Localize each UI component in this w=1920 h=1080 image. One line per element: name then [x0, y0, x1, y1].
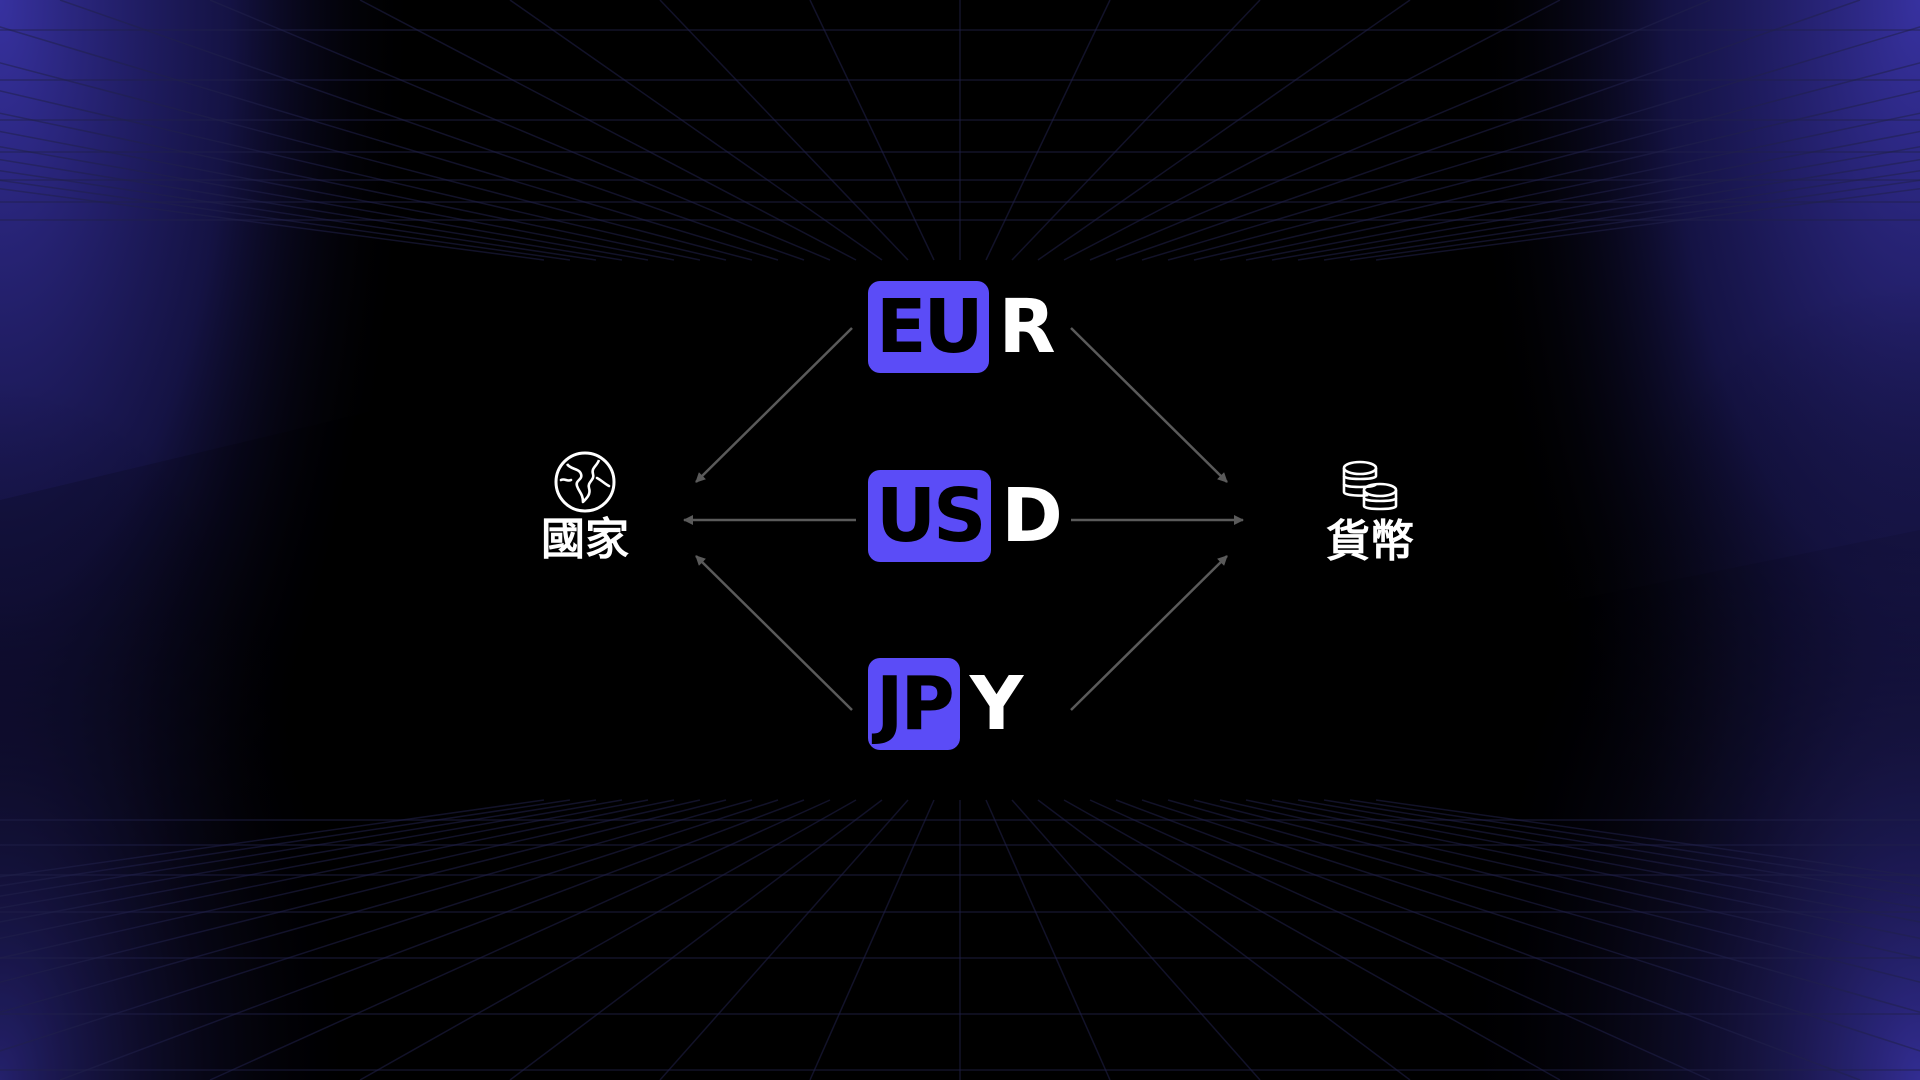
grid-line — [1089, 799, 1711, 1080]
code-highlight: EU — [868, 281, 989, 373]
grid-line — [1271, 146, 1920, 261]
arrow-eur-to-country — [695, 327, 853, 483]
grid-line — [1011, 0, 1261, 261]
arrow-eur-to-currency — [1070, 327, 1228, 483]
currency-code-eur: EU R — [868, 281, 1056, 373]
grid-line — [1271, 799, 1920, 923]
grid-line — [659, 799, 909, 1080]
arrow-jpy-to-currency — [1070, 555, 1228, 711]
grid-line — [809, 799, 935, 1080]
grid-line — [1323, 799, 1920, 897]
grid-line — [1219, 799, 1920, 959]
grid-line — [1011, 799, 1261, 1080]
grid-line — [1245, 799, 1920, 940]
currency-code-usd: US D — [868, 470, 1063, 562]
grid-line — [0, 799, 675, 940]
country-label: 國家 — [541, 514, 629, 565]
grid-line — [1375, 799, 1920, 878]
grid-line — [985, 799, 1111, 1080]
grid-line — [1245, 130, 1920, 261]
grid-line — [0, 799, 571, 887]
grid-line — [1115, 0, 1861, 261]
grid-line — [0, 799, 649, 923]
currency-label: 貨幣 — [1326, 516, 1414, 567]
grid-line — [59, 799, 805, 1080]
grid-line — [0, 90, 727, 261]
grid-line — [1349, 179, 1920, 261]
grid-line — [1193, 799, 1920, 983]
grid-line — [0, 799, 727, 983]
grid-line — [359, 0, 857, 261]
grid-line — [1219, 112, 1920, 261]
grid-line — [985, 0, 1111, 261]
grid-line — [359, 799, 857, 1080]
grid-line — [1115, 799, 1861, 1080]
grid-line — [509, 0, 883, 261]
grid-line — [0, 799, 753, 1014]
grid-line — [59, 0, 805, 261]
grid-line — [0, 179, 571, 261]
grid-line — [0, 26, 779, 261]
grid-line — [1375, 187, 1920, 261]
grid-line — [1167, 799, 1920, 1014]
grid-line — [0, 130, 675, 261]
grid-line — [0, 169, 597, 261]
grid-line — [1297, 158, 1920, 261]
code-rest: R — [998, 284, 1056, 370]
code-rest: D — [1001, 473, 1062, 559]
currency-code-jpy: JP Y — [868, 658, 1024, 750]
grid-line — [0, 799, 597, 897]
grid-line — [0, 799, 545, 878]
grid-line — [0, 799, 779, 1052]
grid-line — [0, 62, 753, 261]
grid-line — [1323, 169, 1920, 261]
grid-line — [0, 799, 701, 959]
country-node: 國家 — [535, 450, 635, 562]
code-rest: Y — [969, 661, 1024, 747]
grid-line — [1349, 799, 1920, 887]
grid-line — [509, 799, 883, 1080]
grid-line — [0, 112, 701, 261]
arrow-jpy-to-country — [695, 555, 853, 711]
grid-line — [1297, 799, 1920, 909]
grid-line — [1167, 62, 1920, 261]
grid-line — [659, 0, 909, 261]
coins-icon — [1342, 460, 1398, 511]
grid-line — [1063, 0, 1561, 261]
grid-line — [809, 0, 935, 261]
grid-line — [0, 799, 623, 909]
grid-line — [1037, 799, 1411, 1080]
code-highlight: JP — [868, 658, 960, 750]
grid-line — [209, 799, 831, 1080]
grid-line — [0, 146, 649, 261]
grid-line — [209, 0, 831, 261]
code-highlight: US — [868, 470, 992, 562]
grid-line — [1089, 0, 1711, 261]
grid-line — [1037, 0, 1411, 261]
grid-line — [1141, 26, 1920, 261]
grid-line — [1063, 799, 1561, 1080]
grid-line — [0, 187, 545, 261]
grid-line — [0, 158, 623, 261]
grid-line — [1193, 90, 1920, 261]
grid-line — [1141, 799, 1920, 1052]
globe-icon — [554, 451, 616, 513]
currency-node: 貨幣 — [1320, 460, 1420, 564]
